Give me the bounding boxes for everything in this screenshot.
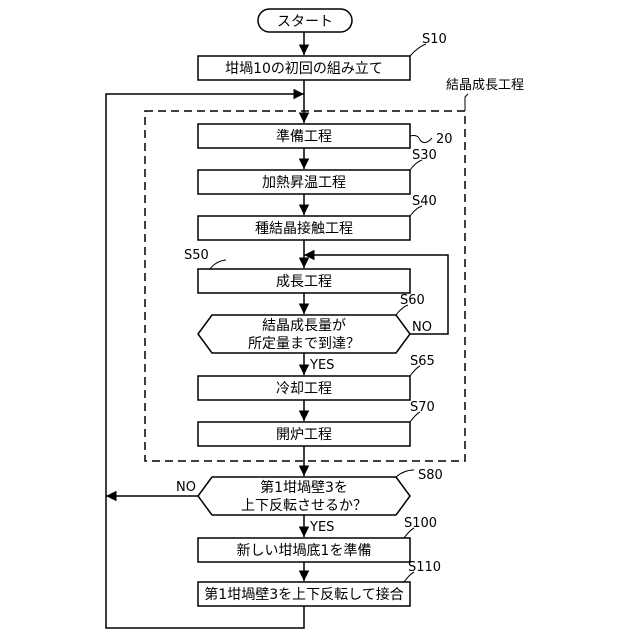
s65-id: S65: [410, 354, 435, 369]
decision-s60-line2: 所定量まで到達？: [248, 336, 360, 352]
step-s100-label: 新しい坩堝底1を準備: [237, 543, 372, 559]
step-s50-label: 成長工程: [276, 274, 332, 290]
decision-s80-yes-label: YES: [309, 520, 334, 535]
step-preparation: 準備工程: [198, 124, 410, 148]
step-s100: 新しい坩堝底1を準備: [198, 538, 410, 562]
step-s50: 成長工程: [198, 269, 410, 293]
decision-s60-yes-label: YES: [309, 358, 334, 373]
s70-id: S70: [410, 400, 435, 415]
group-ref-leader: [410, 136, 432, 143]
s110-id: S110: [408, 560, 441, 575]
step-s70-label: 開炉工程: [276, 427, 332, 443]
s50-id: S50: [184, 248, 209, 263]
step-preparation-label: 準備工程: [276, 129, 332, 145]
step-s65: 冷却工程: [198, 376, 410, 400]
step-s40-label: 種結晶接触工程: [255, 220, 353, 237]
decision-s80-line1: 第1坩堝壁3を: [260, 479, 348, 496]
s10-id: S10: [422, 32, 447, 47]
start-label: スタート: [277, 14, 333, 30]
step-s40: 種結晶接触工程: [198, 216, 410, 240]
step-s110: 第1坩堝壁3を上下反転して接合: [198, 582, 410, 606]
decision-s80-line2: 上下反転させるか？: [241, 498, 367, 514]
s50-leader: [210, 260, 226, 269]
s40-id: S40: [412, 194, 437, 209]
step-s110-label: 第1坩堝壁3を上下反転して接合: [204, 586, 403, 603]
step-s30: 加熱昇温工程: [198, 170, 410, 194]
step-s30-label: 加熱昇温工程: [262, 175, 346, 191]
step-s10-label: 坩堝10の初回の組み立て: [225, 60, 383, 77]
decision-s60-no-label: NO: [412, 320, 432, 335]
s60-id: S60: [400, 293, 425, 308]
group-ref-20: 20: [436, 132, 453, 147]
decision-s60: 結晶成長量が 所定量まで到達？: [198, 315, 410, 353]
s80-leader: [396, 470, 414, 477]
s80-id: S80: [418, 468, 443, 483]
s100-id: S100: [404, 516, 437, 531]
start-terminal: スタート: [258, 9, 352, 32]
s30-id: S30: [412, 148, 437, 163]
decision-s80-no-label: NO: [176, 480, 196, 495]
crystal-growth-group-label: 結晶成長工程: [446, 78, 524, 93]
decision-s60-line1: 結晶成長量が: [262, 318, 346, 334]
group-label-leader: [465, 94, 468, 111]
step-s70: 開炉工程: [198, 422, 410, 446]
step-s10: 坩堝10の初回の組み立て: [198, 56, 410, 80]
step-s65-label: 冷却工程: [276, 381, 332, 397]
decision-s80: 第1坩堝壁3を 上下反転させるか？: [198, 477, 410, 515]
